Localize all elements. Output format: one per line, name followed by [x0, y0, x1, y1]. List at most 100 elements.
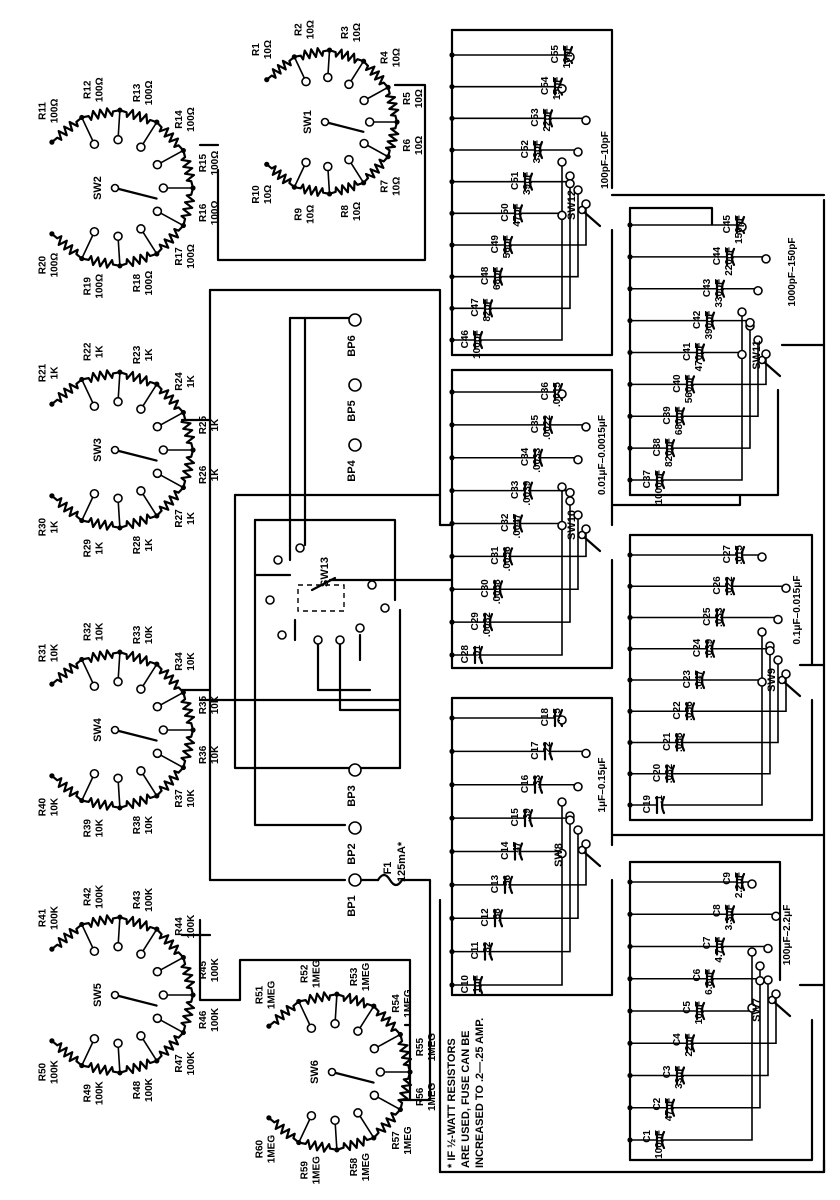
resistor-r35	[180, 691, 196, 732]
resistor-r34	[155, 663, 185, 694]
resistor-r58	[335, 1135, 375, 1152]
cap-value-c18: .15	[552, 708, 563, 722]
cap-ref-c10: C10	[460, 975, 471, 994]
binding-post-label-bp6: BP6	[346, 335, 358, 356]
resistor-r27	[155, 486, 185, 517]
switch-contact	[306, 1023, 317, 1034]
resistor-ref-r44: R44	[174, 917, 185, 936]
cap-ref-c49: C49	[490, 235, 501, 254]
switch-contact	[113, 396, 123, 407]
resistor-r36	[180, 728, 196, 769]
cap-ref-c31: C31	[490, 546, 501, 565]
resistor-r46	[180, 993, 196, 1034]
resistor-ref-r60: R60	[254, 1139, 265, 1158]
switch-contact	[353, 1108, 363, 1118]
switch-contact	[581, 422, 591, 432]
switch-contact	[158, 990, 169, 1000]
switch-contact	[152, 748, 163, 759]
resistor-ref-r18: R18	[132, 274, 143, 293]
ring-node	[266, 1115, 272, 1121]
switch-contact	[573, 510, 583, 520]
cap-ref-c52: C52	[520, 140, 531, 159]
cap-value-c44: 220pF	[724, 247, 735, 276]
resistor-ref-r50: R50	[37, 1062, 48, 1081]
cap-ref-c34: C34	[520, 447, 531, 466]
switch-contact	[89, 768, 100, 779]
resistor-r11	[50, 116, 83, 144]
cap-value-c30: .0068	[492, 579, 503, 604]
switch-contact	[771, 989, 781, 999]
binding-post-bp5	[348, 378, 362, 392]
resistor-r2	[293, 47, 331, 61]
resistor-ref-r47: R47	[174, 1054, 185, 1073]
resistor-value-r16: 100Ω	[210, 201, 221, 226]
resistor-value-r42: 100K	[94, 884, 105, 909]
switch-contact	[565, 815, 575, 825]
cap-ref-c33: C33	[510, 480, 521, 499]
resistor-ref-r7: R7	[380, 180, 391, 193]
cap-ref-c53: C53	[530, 108, 541, 127]
resistor-r1	[265, 55, 296, 81]
resistor-value-r39: 10K	[94, 818, 105, 837]
resistor-ref-r33: R33	[132, 625, 143, 644]
cap-ref-c17: C17	[530, 741, 541, 760]
switch-contact	[301, 76, 311, 87]
switch-contact	[573, 781, 583, 792]
resistor-r12	[80, 107, 121, 122]
cap-ref-c32: C32	[500, 513, 511, 532]
footnote-line-3: INCREASED TO .2—.25 AMP.	[474, 1018, 486, 1168]
wiper-arm	[582, 850, 602, 868]
ring-node	[49, 401, 55, 407]
binding-post-bp6	[348, 313, 362, 327]
switch-contact	[136, 1031, 146, 1041]
resistor-ref-r45: R45	[198, 961, 209, 980]
wiper-arm	[762, 360, 782, 378]
cap-value-c12: .68	[492, 908, 503, 922]
cap-value-c35: .0022	[542, 414, 553, 439]
resistor-r54	[372, 1005, 402, 1036]
switch-contact	[781, 583, 791, 594]
switch-contact	[753, 335, 763, 345]
resistor-r16	[180, 186, 196, 227]
resistor-value-r9: 10Ω	[305, 205, 316, 224]
resistor-r30	[50, 494, 83, 522]
cap-value-c22: .056	[684, 701, 695, 721]
resistor-value-r53: 1MEG	[361, 963, 372, 992]
resistor-r49	[80, 1061, 121, 1076]
switch-contact	[344, 154, 354, 165]
cap-ref-c48: C48	[480, 266, 491, 285]
resistor-ref-r59: R59	[299, 1161, 310, 1180]
resistor-r57	[372, 1108, 402, 1139]
wiper-arm	[330, 1070, 375, 1084]
cap-value-c13: .56	[502, 874, 513, 888]
cap-value-c28: .01	[472, 645, 483, 659]
switch-contact	[136, 404, 146, 414]
cap-ref-c16: C16	[520, 774, 531, 793]
binding-post-label-bp1: BP1	[346, 895, 358, 916]
cap-ref-c11: C11	[470, 941, 481, 959]
resistor-value-r37: 10K	[186, 789, 197, 808]
ring-node	[49, 1038, 55, 1044]
wiper-arm	[782, 680, 802, 698]
switch-contact	[557, 482, 567, 492]
sw13-contact	[380, 603, 390, 613]
switch-contact	[581, 199, 591, 209]
cap-value-c10: 1μF	[472, 975, 483, 993]
resistor-value-r46: 100K	[210, 1007, 221, 1032]
cap-ref-c14: C14	[500, 841, 511, 860]
switch-contact	[301, 157, 311, 168]
resistor-ref-r22: R22	[82, 342, 93, 361]
resistor-ref-r12: R12	[82, 80, 93, 99]
switch-contact	[113, 773, 123, 784]
switch-contact	[565, 487, 575, 498]
switch-contact	[136, 142, 146, 152]
resistor-ref-r25: R25	[198, 416, 209, 435]
cap-value-c50: 47pF	[512, 203, 523, 226]
resistor-ref-r2: R2	[293, 23, 304, 36]
switch-contact	[359, 95, 369, 106]
cap-value-c19: .1	[654, 795, 665, 804]
resistor-ref-r51: R51	[254, 985, 265, 1004]
switch-contact	[152, 468, 163, 479]
switch-contact	[773, 655, 783, 665]
